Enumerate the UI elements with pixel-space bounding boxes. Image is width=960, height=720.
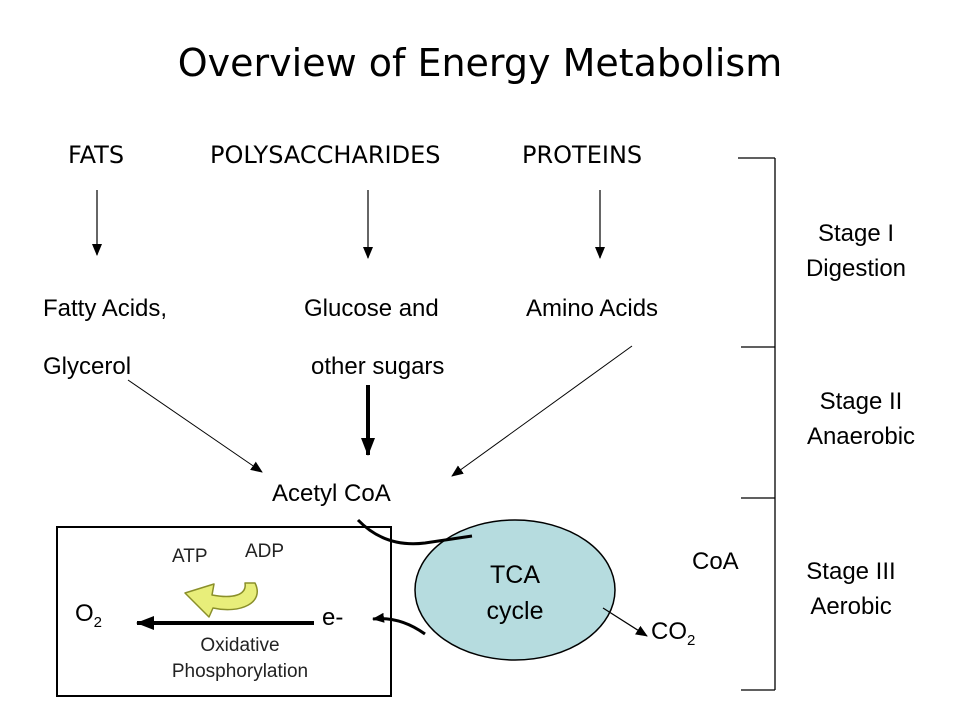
oxygen-label: O2: [75, 602, 102, 630]
stage-2-label: Stage II Anaerobic: [781, 385, 941, 455]
stage-3-desc: Aerobic: [810, 592, 892, 620]
co2-label: CO2: [651, 620, 695, 648]
amino-acids-label: Amino Acids: [526, 295, 659, 322]
stage-1-desc: Digestion: [805, 254, 907, 282]
oxidative-phosphorylation-box: [56, 526, 392, 697]
stage-3-title: Stage III: [806, 558, 896, 585]
glucose-label: Glucose and: [304, 295, 439, 322]
coa-label: CoA: [692, 548, 739, 575]
stage-1-label: Stage I Digestion: [776, 217, 936, 287]
atp-adp-cycle-arrow: [184, 582, 258, 618]
fatty-acids-to-acetyl-arrow: [127, 379, 263, 473]
tca-line2: cycle: [486, 597, 544, 626]
tca-cycle-label: TCA cycle: [415, 520, 615, 660]
electron-label: e-: [322, 604, 344, 631]
acetyl-to-tca-curve: [356, 518, 473, 546]
stage-1-title: Stage I: [817, 220, 895, 247]
page-title: Overview of Energy Metabolism: [177, 41, 783, 85]
co2-base: CO: [651, 618, 687, 645]
other-sugars-label: other sugars: [311, 353, 445, 380]
tca-line1: TCA: [490, 561, 540, 589]
source-fats: FATS: [68, 141, 125, 169]
oxygen-base: O: [75, 600, 94, 627]
glycerol-label: Glycerol: [43, 353, 132, 380]
stage-2-title: Stage II: [819, 388, 903, 415]
co2-release-arrow: [602, 607, 648, 637]
co2-subscript: 2: [687, 631, 696, 649]
stage-3-label: Stage III Aerobic: [771, 555, 931, 625]
fatty-acids-label: Fatty Acids,: [43, 295, 168, 322]
oxygen-subscript: 2: [93, 613, 103, 631]
atp-label: ATP: [172, 546, 208, 567]
oxidative-phosphorylation-label: Oxidative Phosphorylation: [140, 633, 340, 684]
acetyl-coa-label: Acetyl CoA: [272, 480, 391, 507]
amino-acids-to-acetyl-arrow: [451, 345, 633, 477]
source-polysaccharides: POLYSACCHARIDES: [210, 141, 441, 169]
stage-2-desc: Anaerobic: [806, 422, 916, 450]
oxphos-line2: Phosphorylation: [171, 660, 309, 682]
tca-cycle-ellipse: [414, 519, 616, 661]
oxphos-line1: Oxidative: [200, 635, 280, 656]
source-proteins: PROTEINS: [522, 141, 643, 169]
tca-to-electron-curve: [372, 612, 426, 636]
adp-label: ADP: [245, 541, 285, 562]
